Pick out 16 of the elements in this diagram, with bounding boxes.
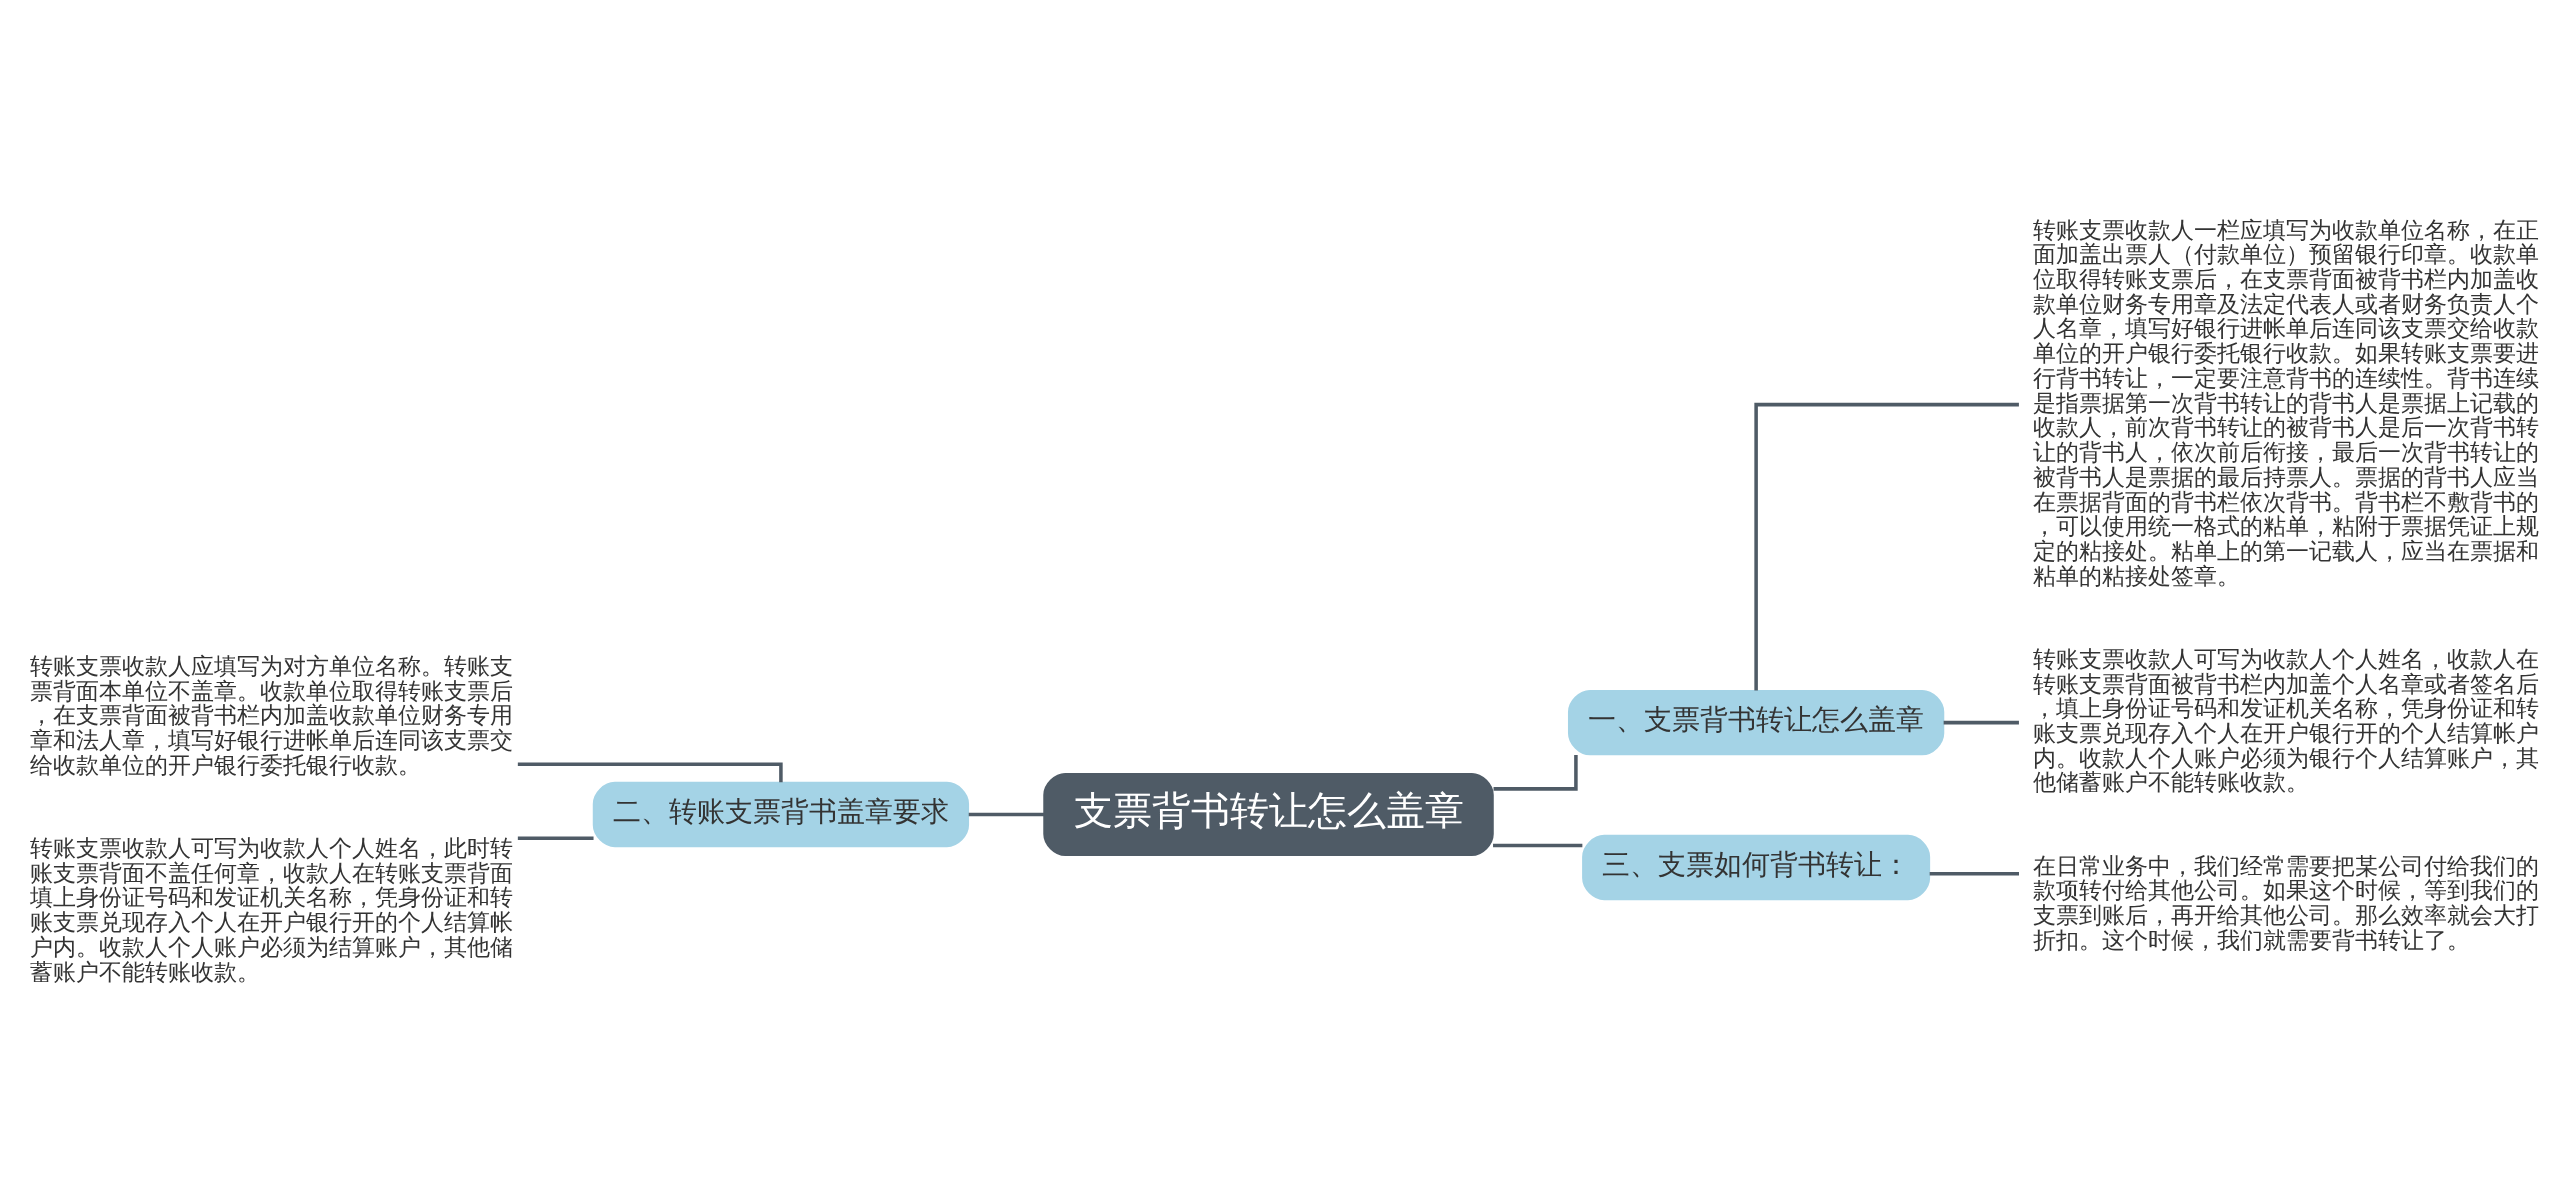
connector [1943, 720, 2019, 724]
node-text: 转账支票收款人应填写为对方单位名称。转账支票背面本单位不盖章。收款单位取得转账支票后，在支票背面被背书栏内加盖收款单位财务专用章和法人章，填写好银行进帐单后连同该支票交给收款单位的开户银行委托银行收款。 [30, 652, 514, 778]
connector [517, 836, 594, 840]
node-box: 三、支票如何背书转让： [1582, 834, 1931, 900]
connector [1929, 871, 2019, 875]
node-text: 转账支票收款人一栏应填写为收款单位名称，在正面加盖出票人（付款单位）预留银行印章。收款单位取得转账支票后，在支票背面被背书栏内加盖收款单位财务专用章及法定代表人或者财务负责人个人名章，填写好银行进帐单后连同该支票交给收款单位的开户银行委托银行收款。如果转账支票要进行背书转让，一定要注意背书的连续性。背书连续是指票据第一次背书转让的背书人是票据上记载的收款人，前次背书转让的被背书人是后一次背书转让的背书人，依次前后衔接，最后一次背书转让的被背书人是票据的最后持票人。票据的背书人应当在票据背面的背书栏依次背书。背书栏不敷背书的，可以使用统一格式的粘单，粘附于票据凭证上规定的粘接处。粘单上的第一记载人，应当在票据和粘单的粘接处签章。 [2033, 216, 2540, 589]
node-box: 一、支票背书转让怎么盖章 [1567, 689, 1945, 755]
node-box: 支票背书转让怎么盖章 [1043, 772, 1494, 856]
node-text: 在日常业务中，我们经常需要把某公司付给我们的款项转付给其他公司。如果这个时候，等到我们的支票到账后，再开给其他公司。那么效率就会大打折扣。这个时候，我们就需要背书转让了。 [2033, 852, 2540, 953]
connector [968, 812, 1045, 816]
connector [1754, 402, 2019, 690]
node-text: 转账支票收款人可写为收款人个人姓名，此时转账支票背面不盖任何章，收款人在转账支票背面填上身份证号码和发证机关名称，凭身份证和转账支票兑现存入个人在开户银行开的个人结算帐户内。收款人个人账户必须为结算账户，其他储蓄账户不能转账收款。 [30, 834, 514, 985]
connector [1493, 843, 1583, 847]
connector [517, 761, 783, 782]
node-text: 转账支票收款人可写为收款人个人姓名，收款人在转账支票背面被背书栏内加盖个人名章或者签名后，填上身份证号码和发证机关名称，凭身份证和转账支票兑现存入个人在开户银行开的个人结算帐户内。收款人个人账户必须为银行个人结算账户，其他储蓄账户不能转账收款。 [2033, 645, 2540, 795]
node-box: 二、转账支票背书盖章要求 [592, 781, 970, 847]
